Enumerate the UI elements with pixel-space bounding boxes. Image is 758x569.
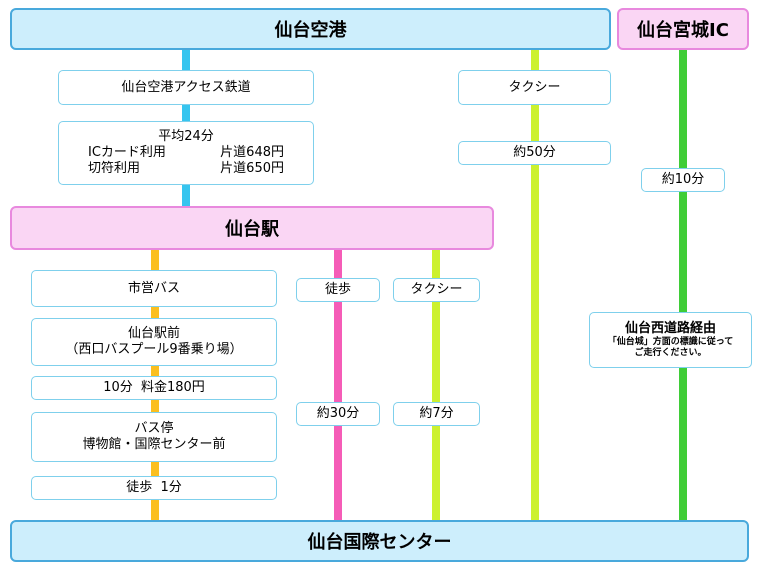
bus-name-box: 市営バス [31, 270, 277, 307]
rail-name-box: 仙台空港アクセス鉄道 [58, 70, 314, 105]
expressway-note-1: 「仙台城」方面の標識に従って [607, 337, 734, 347]
station-node: 仙台駅 [10, 206, 494, 250]
ic-fare-price: 片道648円 [220, 145, 284, 160]
airport-taxi-time: 約50分 [513, 145, 556, 160]
ic-fare-row: ICカード利用 片道648円 [88, 145, 284, 161]
bus-walk: 徒歩 1分 [126, 480, 182, 495]
expressway-route-box: 仙台西道路経由 「仙台城」方面の標識に従って ご走行ください。 [589, 312, 752, 368]
bus-alight-2: 博物館・国際センター前 [82, 437, 226, 452]
expressway-route: 仙台西道路経由 [624, 321, 716, 336]
walk-time-box: 約30分 [296, 402, 380, 426]
station-label: 仙台駅 [225, 219, 279, 240]
ticket-fare-label: 切符利用 [88, 161, 141, 176]
airport-taxi-line [531, 50, 539, 522]
bus-walk-box: 徒歩 1分 [31, 476, 277, 500]
rail-name: 仙台空港アクセス鉄道 [121, 79, 251, 95]
rail-fare-box: 平均24分 ICカード利用 片道648円 切符利用 片道650円 [58, 121, 314, 185]
walk-label: 徒歩 [324, 282, 351, 297]
bus-stop-2: （西口バスプール9番乗り場） [65, 342, 243, 357]
airport-node: 仙台空港 [10, 8, 611, 50]
airport-taxi-label: タクシー [508, 79, 561, 95]
walk-line [334, 250, 342, 522]
airport-taxi-box: タクシー [458, 70, 611, 105]
bus-fare: 10分 料金180円 [103, 380, 205, 395]
station-taxi-box: タクシー [393, 278, 480, 302]
expressway-time: 約10分 [661, 172, 705, 187]
rail-time: 平均24分 [158, 129, 214, 144]
station-taxi-time-box: 約7分 [393, 402, 480, 426]
walk-box: 徒歩 [296, 278, 380, 302]
station-taxi-line [432, 250, 440, 522]
expressway-line [679, 50, 687, 522]
airport-taxi-time-box: 約50分 [458, 141, 611, 165]
station-taxi-label: タクシー [410, 282, 463, 297]
ic-label: 仙台宮城IC [637, 20, 729, 41]
ticket-fare-row: 切符利用 片道650円 [88, 161, 284, 177]
destination-node: 仙台国際センター [10, 520, 749, 562]
ic-node: 仙台宮城IC [617, 8, 749, 50]
bus-stop-1: 仙台駅前 [127, 326, 180, 341]
ic-fare-label: ICカード利用 [88, 145, 166, 160]
station-taxi-time: 約7分 [419, 406, 454, 421]
bus-name: 市営バス [127, 280, 180, 296]
destination-label: 仙台国際センター [307, 532, 452, 553]
walk-time: 約30分 [316, 406, 360, 421]
bus-alight-box: バス停 博物館・国際センター前 [31, 412, 277, 462]
ticket-fare-price: 片道650円 [220, 161, 284, 176]
expressway-time-box: 約10分 [641, 168, 725, 192]
bus-alight-1: バス停 [134, 421, 174, 436]
expressway-note-2: ご走行ください。 [634, 348, 707, 358]
airport-label: 仙台空港 [274, 20, 347, 41]
bus-stop-box: 仙台駅前 （西口バスプール9番乗り場） [31, 318, 277, 366]
bus-fare-box: 10分 料金180円 [31, 376, 277, 400]
